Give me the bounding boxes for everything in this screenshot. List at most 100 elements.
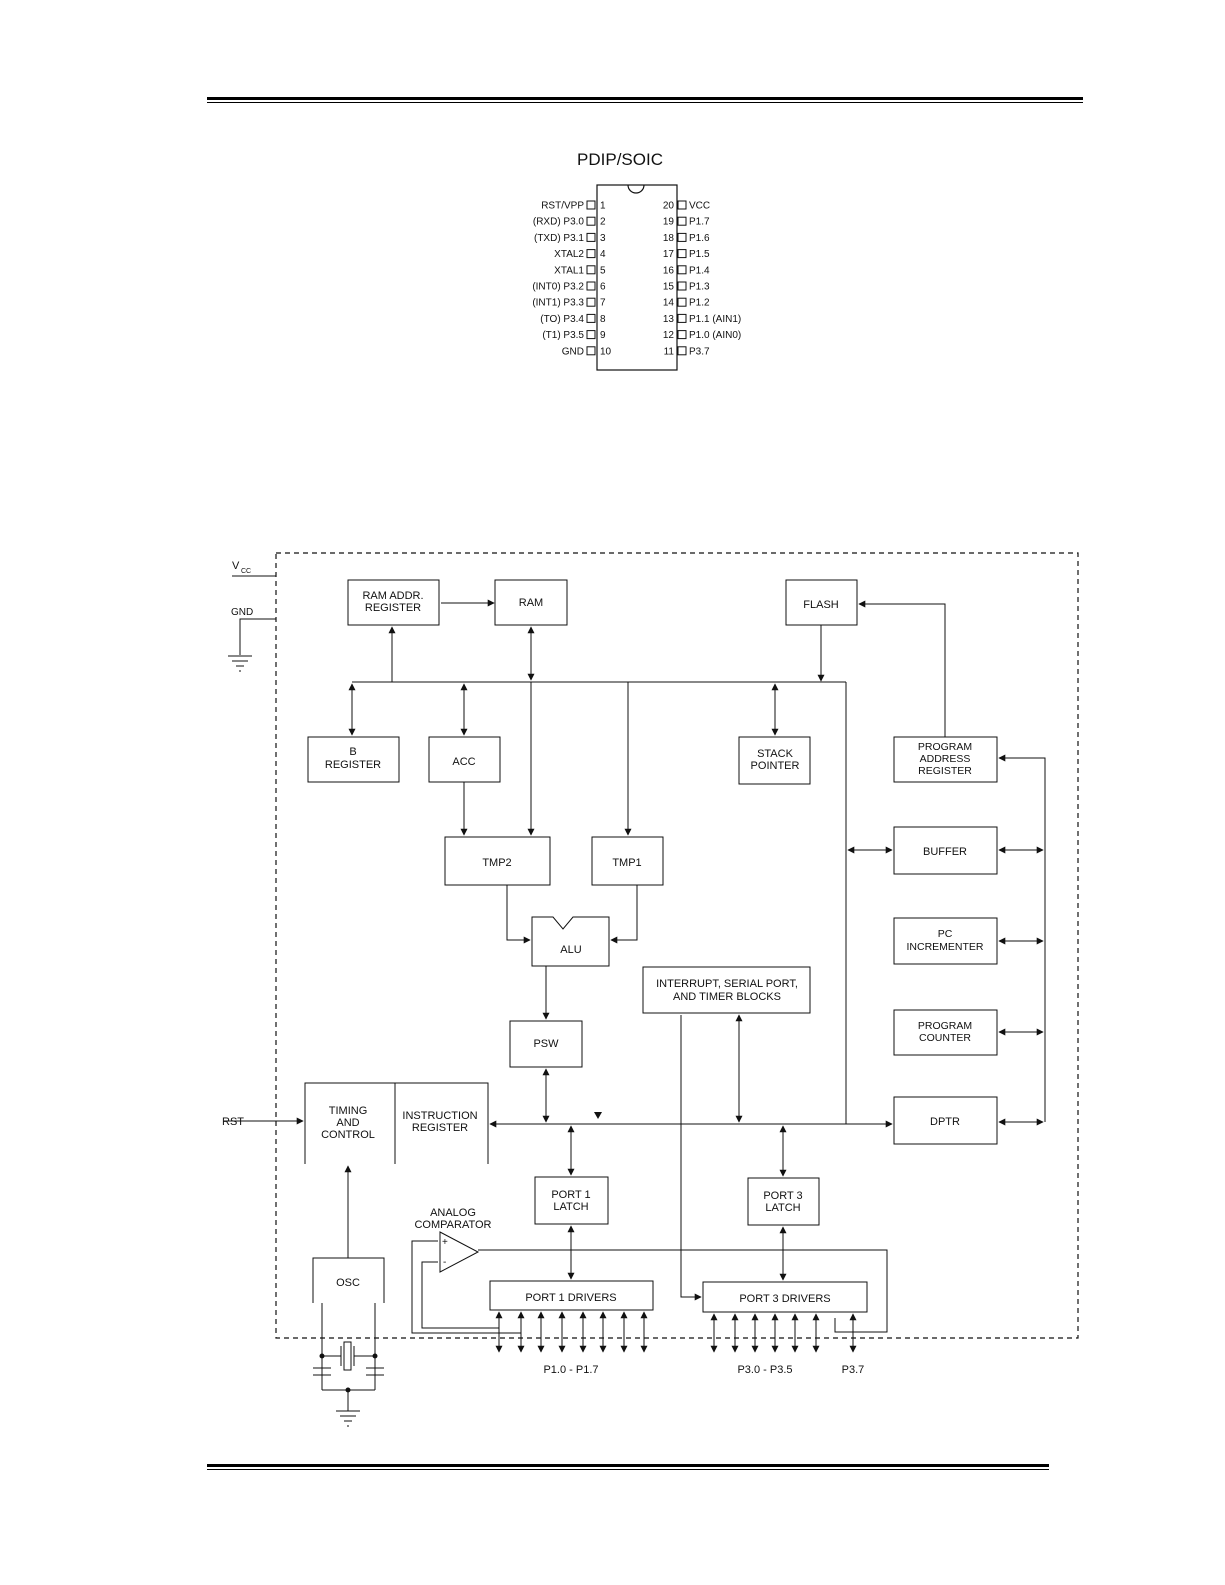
flash-block: FLASH [785,579,858,626]
header-rule-thick [207,97,1083,100]
pin-number: 18 [663,233,675,244]
pin-number: 13 [663,314,675,325]
pin-name: XTAL1 [554,265,584,276]
svg-text:PSW: PSW [533,1038,559,1050]
pin-name: P3.7 [689,346,710,357]
pin-number: 8 [600,314,606,325]
pin-number: 20 [663,201,675,212]
pin-number: 16 [663,265,675,276]
svg-text:INSTRUCTION: INSTRUCTION [402,1110,477,1122]
pin-number: 17 [663,249,675,260]
ram-addr-register-block: RAM ADDR. REGISTER [347,579,440,626]
svg-text:REGISTER: REGISTER [918,765,972,777]
svg-text:PORT 1: PORT 1 [551,1189,590,1201]
svg-text:TIMING: TIMING [329,1105,368,1117]
svg-text:COUNTER: COUNTER [919,1032,971,1044]
svg-text:ACC: ACC [452,756,475,768]
pin-name: (INT0) P3.2 [532,282,584,293]
alu-block: ALU [531,916,610,967]
svg-text:-: - [443,1257,446,1268]
ground-icon [228,655,252,672]
svg-text:BUFFER: BUFFER [923,846,967,858]
svg-text:INTERRUPT, SERIAL PORT,: INTERRUPT, SERIAL PORT, [656,978,798,990]
pin-number: 11 [664,346,675,357]
svg-text:PROGRAM: PROGRAM [918,741,972,753]
pin-16: 16 P1.4 [663,265,710,276]
lower-bus [224,1014,893,1334]
ram-block: RAM [494,579,568,626]
svg-text:PORT 1 DRIVERS: PORT 1 DRIVERS [525,1292,616,1304]
pin-number: 15 [663,282,675,293]
pin-13: 13 P1.1 (AIN1) [663,313,741,325]
tmp1-block: TMP1 [591,836,664,886]
pin-name: RST/VPP [541,201,584,212]
rst-label: RST [222,1116,244,1128]
port1-pins-label: P1.0 - P1.7 [543,1364,598,1376]
svg-text:PORT 3 DRIVERS: PORT 3 DRIVERS [739,1293,830,1305]
svg-text:PORT 3: PORT 3 [763,1190,802,1202]
svg-text:REGISTER: REGISTER [365,602,421,614]
pin-number: 12 [663,330,675,341]
pin-name: P1.3 [689,282,710,293]
svg-text:OSC: OSC [336,1277,360,1289]
buffer-block: BUFFER [893,826,998,875]
acc-block: ACC [428,736,501,783]
svg-text:REGISTER: REGISTER [412,1122,468,1134]
vcc-subscript: CC [241,568,251,575]
pin-number: 6 [600,282,606,293]
stack-pointer-block: STACK POINTER [738,736,811,785]
dip-package [596,184,678,371]
tmp2-block: TMP2 [444,836,551,886]
pin-number: 19 [663,217,675,228]
port3-latch-block: PORT 3 LATCH [747,1177,820,1226]
pin-6: (INT0) P3.2 6 [532,281,606,293]
pin-number: 3 [600,233,606,244]
port3-pins-label: P3.0 - P3.5 [737,1364,792,1376]
comparator-icon: + - [439,1231,480,1273]
pin-number: 14 [663,298,675,309]
pin-name: (INT1) P3.3 [532,298,584,309]
pin-number: 9 [600,330,606,341]
svg-text:POINTER: POINTER [751,760,800,772]
pin-number: 10 [600,346,612,357]
pin-number: 4 [600,249,606,260]
analog-comparator-label: ANALOG COMPARATOR [414,1207,491,1231]
pin-number: 2 [600,217,606,228]
svg-text:RAM ADDR.: RAM ADDR. [362,590,423,602]
port-pins [495,1311,857,1353]
pin-number: 1 [600,201,606,212]
pin-3: (TXD) P3.1 3 [534,232,606,244]
dptr-block: DPTR [893,1096,998,1145]
bus-marker [594,1112,602,1119]
pin-name: P1.5 [689,249,710,260]
pin-name: (TXD) P3.1 [534,233,584,244]
pin-name: P1.1 (AIN1) [689,314,741,325]
pin-11: 11 P3.7 [664,346,710,357]
svg-text:REGISTER: REGISTER [325,759,381,771]
svg-text:STACK: STACK [757,748,794,760]
pin-name: P1.4 [689,265,710,276]
svg-text:RAM: RAM [519,597,543,609]
pin-name: P1.7 [689,217,710,228]
gnd-label: GND [231,607,253,618]
pin-name: (T1) P3.5 [542,330,584,341]
pin-19: 19 P1.7 [663,216,710,228]
svg-text:LATCH: LATCH [553,1201,588,1213]
p37-pin-label: P3.7 [842,1364,865,1376]
pin-name: (RXD) P3.0 [533,217,585,228]
svg-text:ADDRESS: ADDRESS [920,753,971,765]
svg-text:AND: AND [336,1117,359,1129]
b-register-block: B REGISTER [307,736,400,783]
svg-text:PROGRAM: PROGRAM [918,1020,972,1032]
svg-text:DPTR: DPTR [930,1116,960,1128]
svg-text:AND TIMER BLOCKS: AND TIMER BLOCKS [673,991,781,1003]
header-rule-thin [207,102,1083,103]
